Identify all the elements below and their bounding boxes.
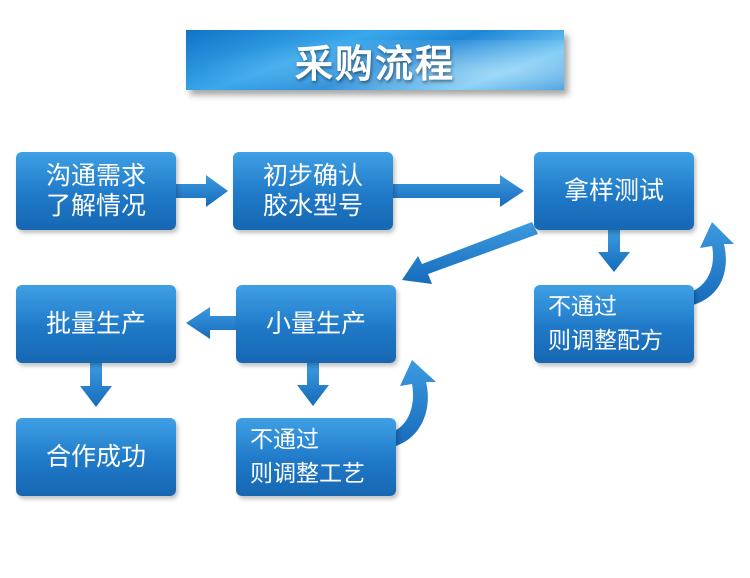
step-sample-fail: 不通过 则调整配方: [534, 285, 694, 363]
arrow-small-to-mass: [186, 307, 238, 339]
arrow-sample-to-small: [402, 222, 538, 284]
arrow-confirm-to-sample: [393, 175, 524, 207]
step-communicate-line2: 了解情况: [45, 191, 146, 220]
step-confirm-line1: 初步确认: [262, 161, 363, 190]
step-small-fail: 不通过 则调整工艺: [236, 418, 396, 496]
arrow-small-loop: [392, 360, 436, 446]
step-small-batch: 小量生产: [236, 285, 396, 363]
step-sample-line1: 拿样测试: [563, 176, 664, 205]
step-sample: 拿样测试: [534, 152, 694, 230]
arrow-mass-down: [80, 363, 112, 407]
title-banner: 采购流程: [186, 30, 564, 90]
arrow-communicate-to-confirm: [176, 175, 228, 207]
step-confirm-line2: 胶水型号: [262, 191, 363, 220]
page-title: 采购流程: [294, 41, 455, 86]
step-success-line1: 合作成功: [45, 442, 146, 471]
arrow-small-down: [297, 363, 329, 406]
step-mass-line1: 批量生产: [45, 309, 146, 338]
step-success: 合作成功: [16, 418, 176, 496]
step-small-fail-line2: 则调整工艺: [250, 461, 365, 487]
step-small-fail-line1: 不通过: [250, 427, 319, 453]
step-communicate: 沟通需求 了解情况: [16, 152, 176, 230]
arrow-sample-loop: [690, 222, 734, 305]
step-sample-fail-line1: 不通过: [548, 294, 617, 320]
arrow-sample-down: [598, 230, 630, 272]
step-confirm: 初步确认 胶水型号: [233, 152, 393, 230]
step-mass: 批量生产: [16, 285, 176, 363]
step-sample-fail-line2: 则调整配方: [548, 328, 663, 354]
step-communicate-line1: 沟通需求: [45, 161, 146, 190]
step-small-batch-line1: 小量生产: [265, 309, 366, 338]
